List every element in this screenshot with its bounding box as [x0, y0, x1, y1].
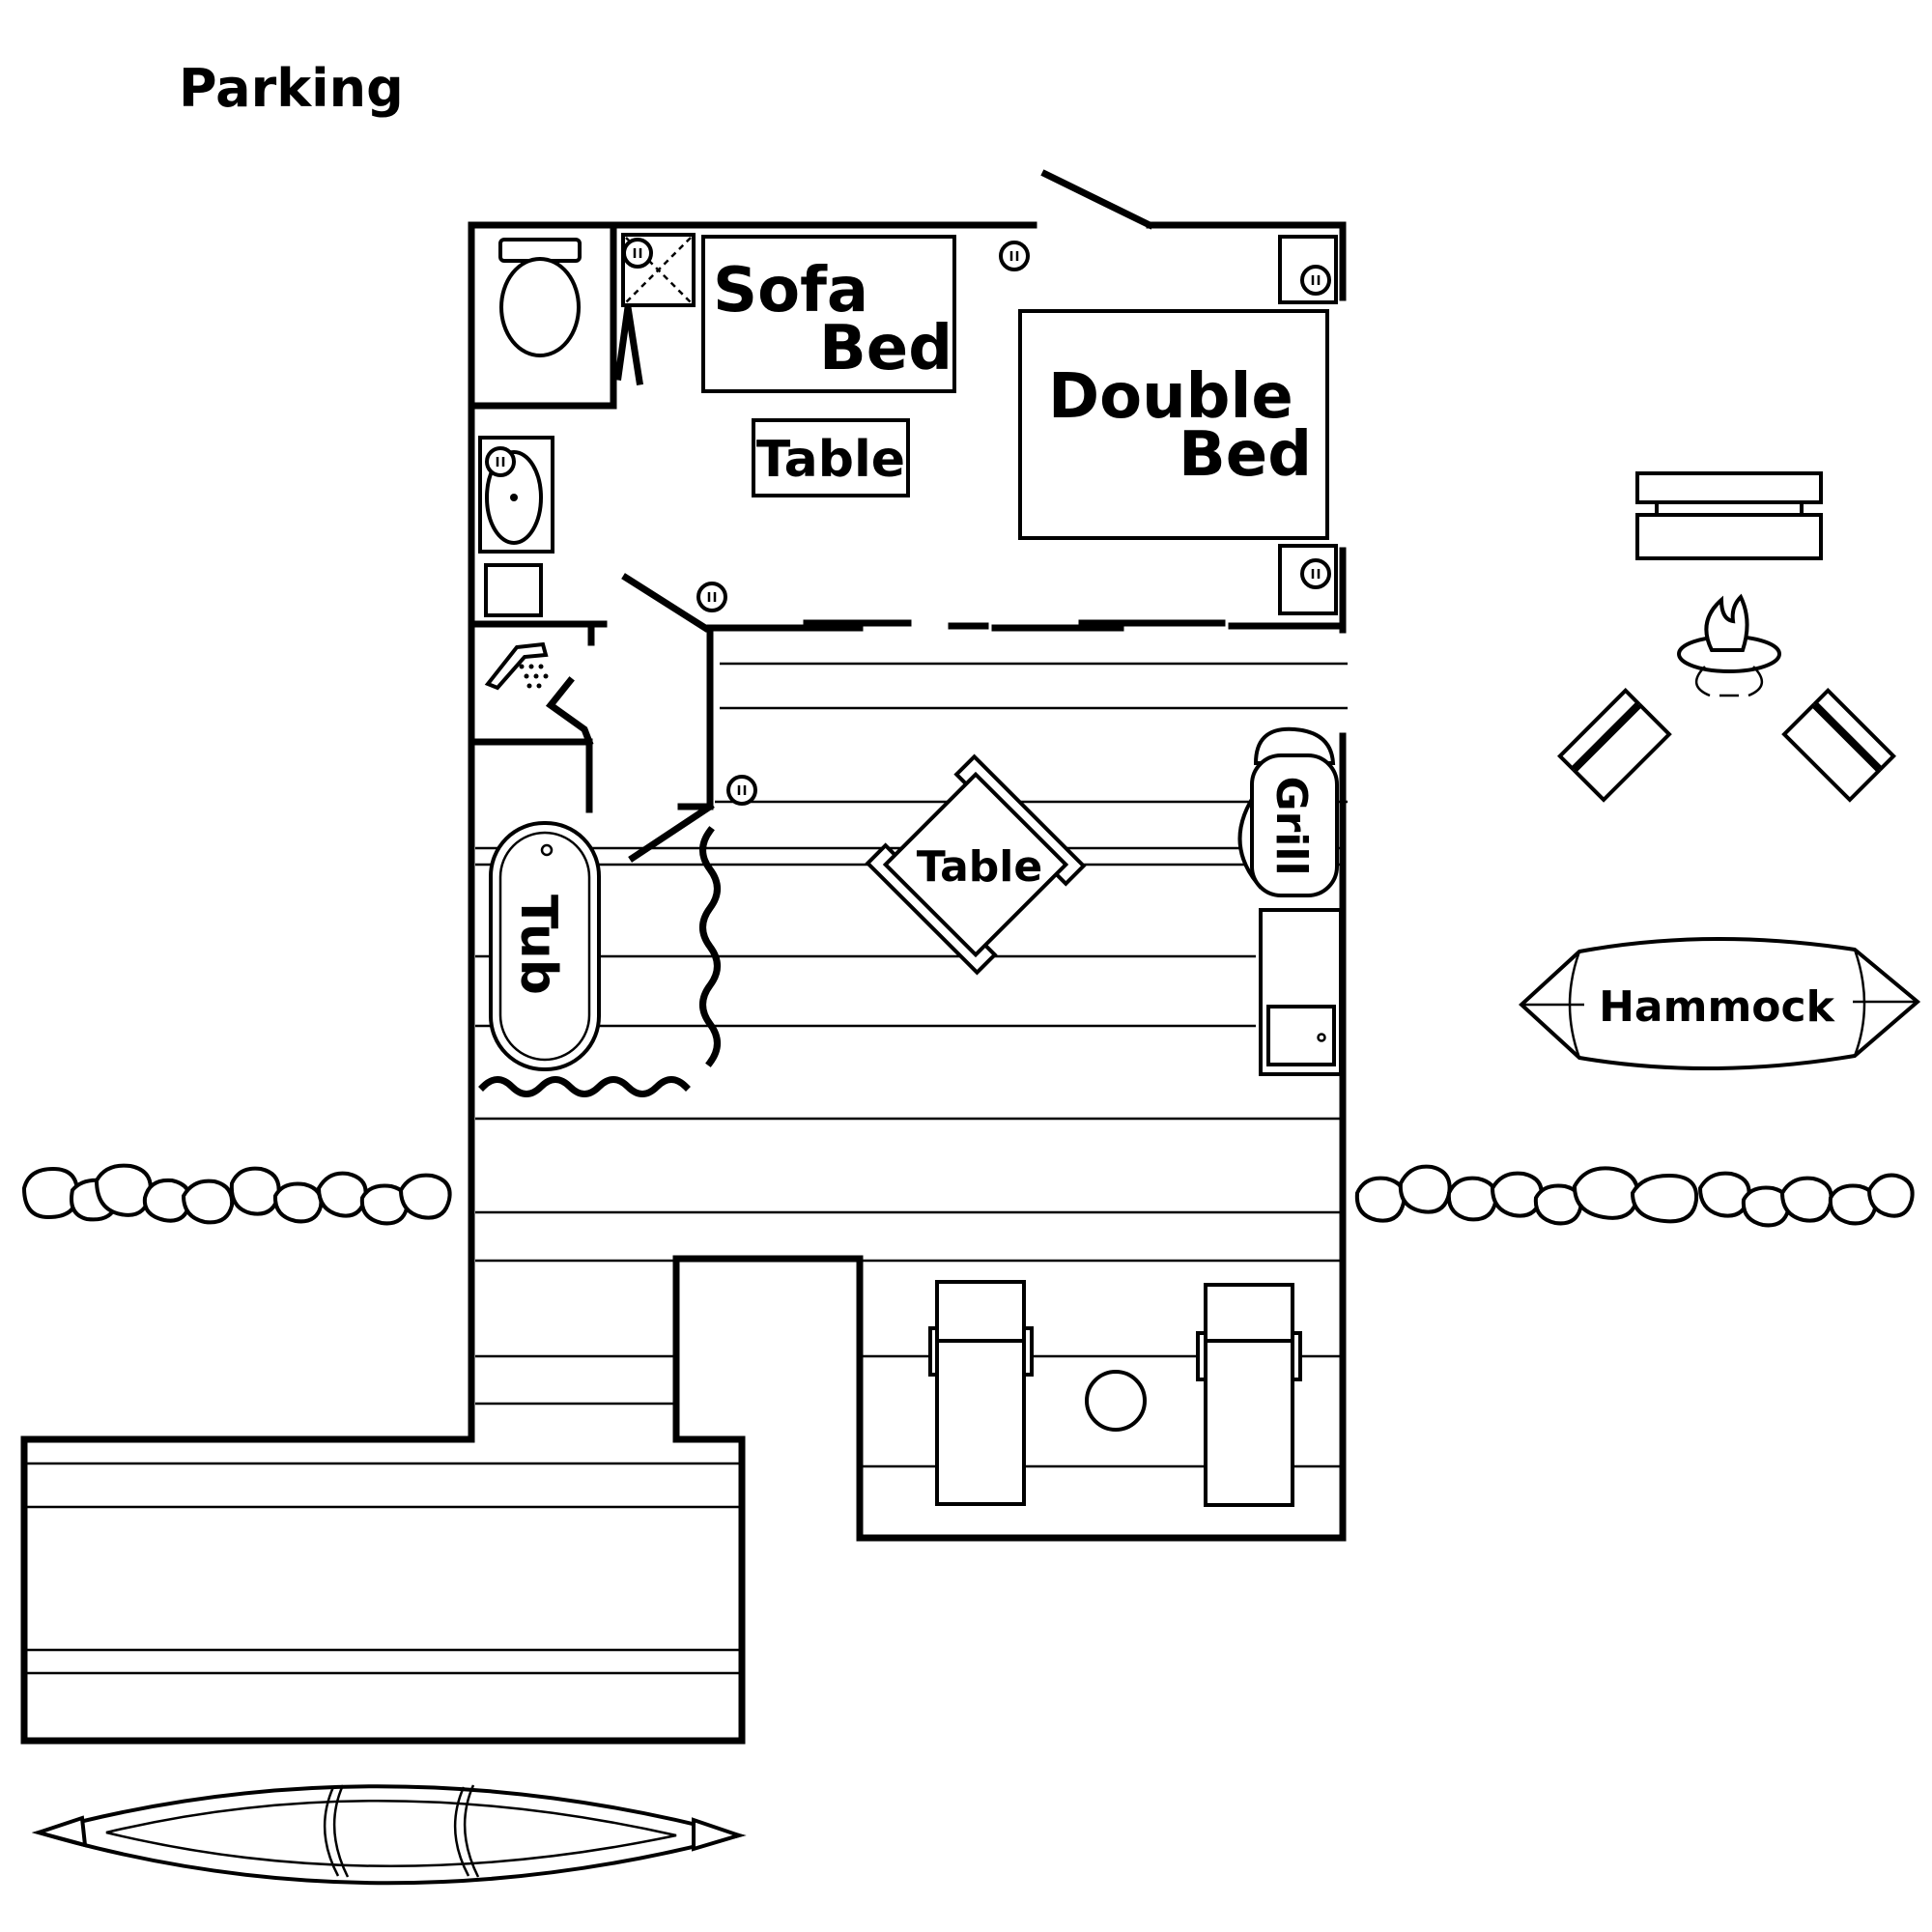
- canoe-icon: [31, 1784, 747, 1886]
- double-bed: Double Bed: [1018, 309, 1329, 540]
- cabinet-icon: [484, 563, 543, 617]
- deck-table: Table: [865, 753, 1087, 976]
- camp-chair-right: [1781, 688, 1896, 803]
- bench-icon: [1635, 471, 1823, 560]
- hammock-label: Hammock: [1599, 982, 1836, 1032]
- grill: Grill: [1237, 726, 1339, 897]
- side-table-icon: [1085, 1370, 1147, 1432]
- double-bed-label-1: Double: [1048, 361, 1293, 433]
- curtain-wave: [699, 826, 721, 1067]
- lounge-chair-left: [928, 1280, 1034, 1506]
- deck-table-label: Table: [917, 842, 1042, 892]
- deck-boards: [24, 662, 1348, 1675]
- water-wave: [478, 1076, 691, 1097]
- camp-chair-left: [1557, 688, 1672, 803]
- shower-icon: [484, 641, 549, 691]
- indoor-table: Table: [752, 418, 910, 497]
- toilet-icon: [498, 238, 582, 357]
- tub-label: Tub: [509, 895, 567, 995]
- stone-wall-right: [1354, 1164, 1915, 1228]
- shower-divider: [545, 676, 594, 747]
- sofa-bed: Sofa Bed: [701, 235, 956, 393]
- grill-label: Grill: [1266, 776, 1316, 875]
- kitchen-counter: [1259, 908, 1343, 1076]
- double-bed-label-2: Bed: [1179, 419, 1312, 491]
- bathtub: Tub: [489, 821, 601, 1071]
- indoor-table-label: Table: [756, 431, 905, 489]
- outlet-icons: [485, 238, 1334, 948]
- sofa-bed-label-2: Bed: [819, 313, 952, 384]
- lounge-chair-right: [1196, 1283, 1302, 1507]
- hammock: Hammock: [1519, 936, 1921, 1071]
- parking-label: Parking: [179, 58, 404, 119]
- sofa-bed-label-1: Sofa: [713, 255, 868, 327]
- fire-pit-icon: [1677, 593, 1781, 697]
- stone-wall-left: [21, 1163, 452, 1226]
